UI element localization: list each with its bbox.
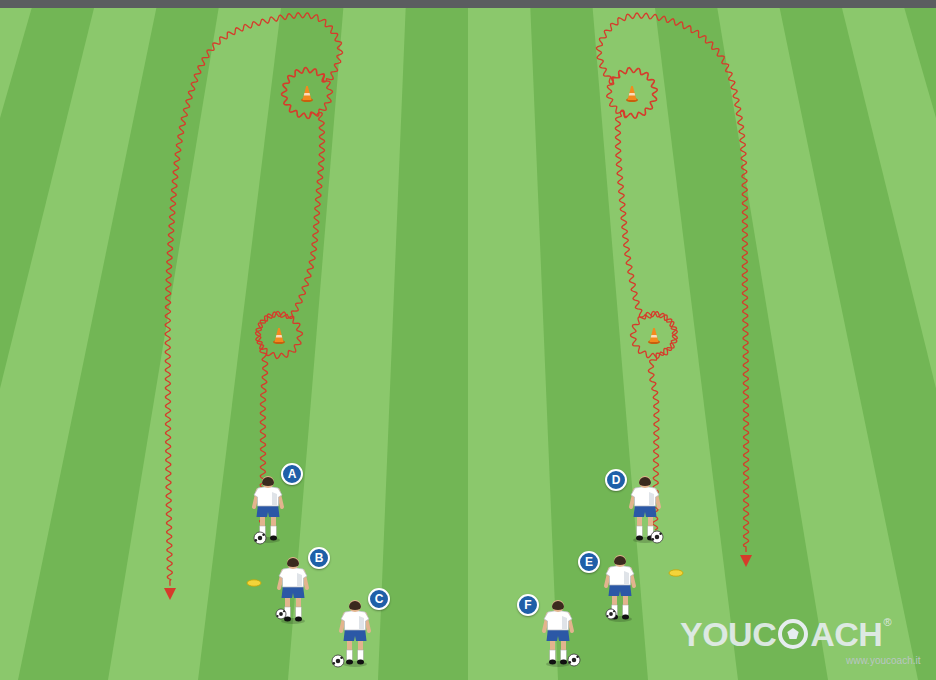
soccer-ball <box>276 609 286 619</box>
pitch-stripe <box>592 0 738 680</box>
dribble-path <box>596 13 748 552</box>
pitch-stripe <box>468 0 558 680</box>
soccer-ball <box>254 532 266 544</box>
training-cone <box>273 328 285 344</box>
training-cone <box>626 86 638 102</box>
player-letter: C <box>375 593 384 605</box>
player-badge: C <box>368 588 390 610</box>
watermark-ball-icon <box>777 618 809 650</box>
player-badge: E <box>578 551 600 573</box>
player-letter: B <box>315 552 324 564</box>
player-figure <box>606 555 634 622</box>
player-figure <box>544 600 572 667</box>
soccer-ball <box>568 654 580 666</box>
player-figure <box>254 476 282 543</box>
player-badge: D <box>605 469 627 491</box>
training-cone <box>648 328 660 344</box>
player-letter: E <box>585 556 593 568</box>
arrow-head <box>740 555 752 567</box>
player-figure <box>341 600 369 667</box>
flat-marker <box>247 580 261 586</box>
arrow-head <box>164 588 176 600</box>
flat-marker <box>669 570 683 576</box>
soccer-ball <box>332 655 344 667</box>
soccer-ball <box>651 531 663 543</box>
registered-mark: ® <box>883 617 891 628</box>
dribble-path <box>165 13 342 586</box>
player-letter: F <box>524 599 531 611</box>
player-letter: D <box>612 474 621 486</box>
player-badge: B <box>308 547 330 569</box>
watermark-url: www.youcoach.it <box>846 656 920 666</box>
watermark-text: ACH <box>810 617 882 651</box>
player-badge: F <box>517 594 539 616</box>
player-badge: A <box>281 463 303 485</box>
top-bar <box>0 0 936 8</box>
soccer-ball <box>606 609 616 619</box>
watermark-text: YOUC <box>680 617 776 651</box>
pitch-stripe <box>840 0 936 680</box>
training-cone <box>301 86 313 102</box>
watermark: YOUC ACH® <box>680 617 892 651</box>
player-letter: A <box>288 468 297 480</box>
pitch-stripe <box>288 0 406 680</box>
